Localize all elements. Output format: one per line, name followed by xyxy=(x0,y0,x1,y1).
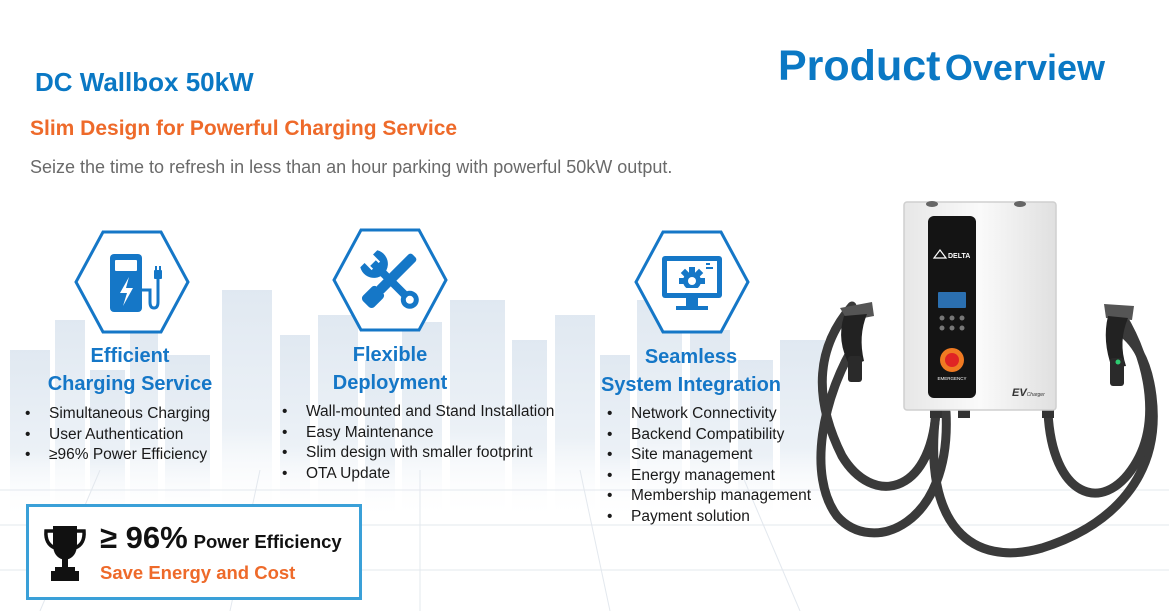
delta-brand-text: DELTA xyxy=(948,253,970,260)
list-item: Easy Maintenance xyxy=(280,423,554,444)
feature-title-line: Seamless xyxy=(644,346,738,368)
feature-list-flexible-deployment: Wall-mounted and Stand Installation Easy… xyxy=(280,402,554,484)
feature-title-line: Deployment xyxy=(332,372,448,394)
tagline: Seize the time to refresh in less than a… xyxy=(30,157,673,177)
list-item: Simultaneous Charging xyxy=(23,404,210,425)
feature-title-efficient-charging: Efficient Charging Service xyxy=(30,342,230,398)
product-overview-title: Product Overview xyxy=(778,42,1105,91)
feature-title-flexible-deployment: Flexible Deployment xyxy=(300,341,480,397)
list-item: Payment solution xyxy=(605,507,811,528)
wrench-screwdriver-icon xyxy=(332,228,448,332)
list-item: OTA Update xyxy=(280,464,554,485)
feature-title-line: Charging Service xyxy=(47,373,213,395)
power-efficiency-box: ≥ 96%Power Efficiency Save Energy and Co… xyxy=(26,504,362,600)
title-word-product: Product xyxy=(778,42,941,90)
list-item: User Authentication xyxy=(23,425,210,446)
list-item: Backend Compatibility xyxy=(605,425,811,446)
monitor-gear-icon xyxy=(634,230,750,334)
feature-title-line: System Integration xyxy=(600,374,782,396)
list-item: Membership management xyxy=(605,486,811,507)
emergency-text: EMERGENCY xyxy=(937,376,966,381)
list-item: Wall-mounted and Stand Installation xyxy=(280,402,554,423)
list-item: ≥96% Power Efficiency xyxy=(23,445,210,466)
model-title: DC Wallbox 50kW xyxy=(35,67,254,97)
svg-text:EVCharger: EVCharger xyxy=(1012,387,1045,399)
trophy-icon xyxy=(44,526,86,581)
efficiency-label: Power Efficiency xyxy=(193,531,342,552)
list-item: Energy management xyxy=(605,466,811,487)
headline: Slim Design for Powerful Charging Servic… xyxy=(30,117,458,140)
feature-title-line: Flexible xyxy=(352,344,428,366)
ev-logo-text: EV xyxy=(1012,387,1028,399)
list-item: Network Connectivity xyxy=(605,404,811,425)
feature-title-seamless-integration: Seamless System Integration xyxy=(580,343,802,399)
feature-list-seamless-integration: Network Connectivity Backend Compatibili… xyxy=(605,404,811,527)
charger-logo-text: Charger xyxy=(1027,392,1045,398)
efficiency-value: ≥ 96% xyxy=(100,520,188,555)
title-word-overview: Overview xyxy=(944,47,1106,88)
ev-charging-station-icon xyxy=(74,230,190,334)
dc-wallbox-charger-image: DELTA EMERGENCY EVCharger xyxy=(816,201,1158,558)
feature-title-line: Efficient xyxy=(90,345,170,367)
list-item: Site management xyxy=(605,445,811,466)
efficiency-subtitle: Save Energy and Cost xyxy=(100,562,296,583)
feature-list-efficient-charging: Simultaneous Charging User Authenticatio… xyxy=(23,404,210,466)
list-item: Slim design with smaller footprint xyxy=(280,443,554,464)
efficiency-headline: ≥ 96%Power Efficiency xyxy=(100,520,342,556)
